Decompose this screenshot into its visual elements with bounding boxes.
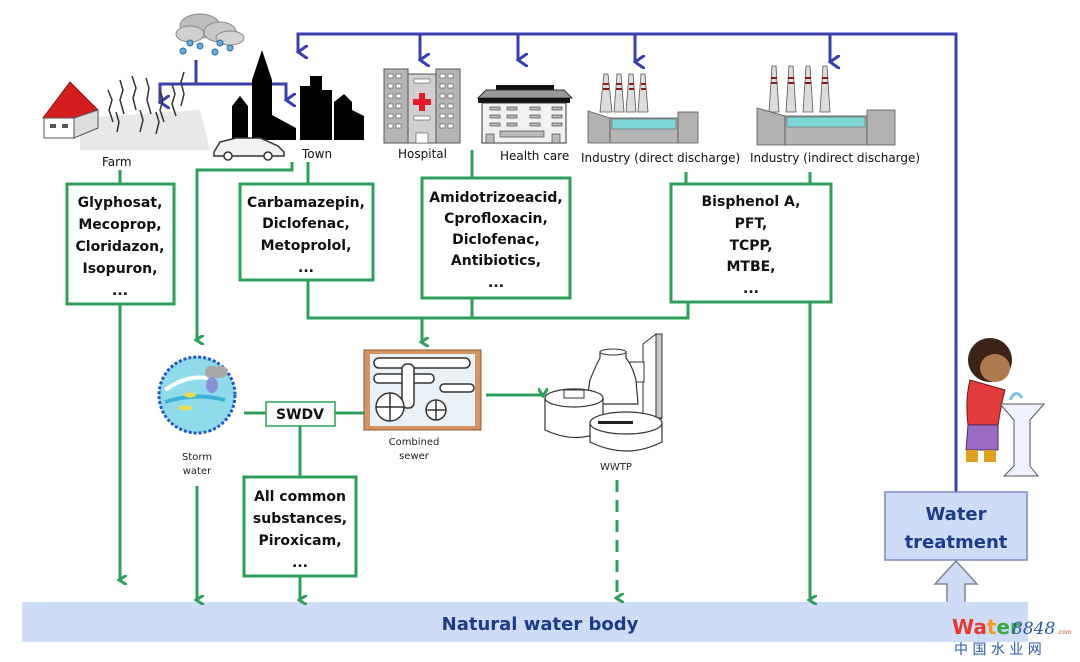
town-substances-box: Carbamazepin, Diclofenac, Metoprolol, ..… <box>238 182 375 282</box>
industry-substance: MTBE, <box>726 259 775 275</box>
farm-substance: Isopuron, <box>83 261 158 277</box>
watermark-letter: t <box>987 615 997 639</box>
swdv-substance: Piroxicam, <box>258 533 341 549</box>
industry-indirect-label: Industry (indirect discharge) <box>750 151 920 165</box>
farm-substance: Mecoprop, <box>78 217 161 233</box>
water-treatment-label: Water <box>925 504 986 525</box>
swdv-substances-box: All common substances, Piroxicam, ... <box>242 475 358 578</box>
industry-substances-box: Bisphenol A, PFT, TCPP, MTBE, ... <box>669 182 833 304</box>
treated-water-return-lines <box>298 32 958 492</box>
watermark-letter: r <box>1010 615 1020 639</box>
health-substance: ... <box>488 275 504 291</box>
natural-water-body <box>22 602 1028 642</box>
upward-arrow-icon <box>933 559 979 602</box>
combined-sewer-label: Combined <box>389 437 440 448</box>
watermark-letter: W <box>952 615 974 639</box>
town-substance: Carbamazepin, <box>247 195 365 211</box>
swdv-label: SWDV <box>276 407 324 423</box>
town-substance: ... <box>298 260 314 276</box>
wwtp-icon <box>544 333 663 452</box>
town-label: Town <box>301 147 332 161</box>
watermark-suffix: .com <box>1057 629 1072 636</box>
swdv-node: SWDV <box>265 401 336 427</box>
town-icon <box>213 50 364 161</box>
watermark-letter: e <box>996 615 1010 639</box>
pollutant-flow-lines <box>120 150 810 600</box>
rain-cloud-icon <box>175 13 245 56</box>
farm-substance: Glyphosat, <box>78 195 163 211</box>
combined-sewer-label: sewer <box>399 451 430 462</box>
industry-substance: TCPP, <box>729 238 772 254</box>
hospital-label: Hospital <box>398 147 447 161</box>
industry-direct-label: Industry (direct discharge) <box>581 151 740 165</box>
health-substance: Diclofenac, <box>452 232 540 248</box>
rain-flow-lines <box>160 60 286 104</box>
health-substance: Amidotrizoeacid, <box>429 190 562 206</box>
health-substance: Antibiotics, <box>451 253 541 269</box>
watermark-chinese: 中 国 水 业 网 <box>954 642 1042 658</box>
water-treatment-box: Water treatment <box>884 491 1028 561</box>
car-icon <box>213 137 285 161</box>
watermark-number: 8848 <box>1012 619 1055 639</box>
natural-water-body-label: Natural water body <box>442 614 639 635</box>
farm-substances-box: Glyphosat, Mecoprop, Cloridazon, Isopuro… <box>65 182 176 306</box>
industry-substance: ... <box>743 281 759 297</box>
health-care-label: Health care <box>500 149 569 163</box>
storm-water-label: water <box>183 466 212 477</box>
industry-direct-icon <box>587 73 699 144</box>
health-care-icon <box>476 85 574 144</box>
combined-sewer-icon <box>363 349 482 431</box>
farm-label: Farm <box>102 155 132 169</box>
swdv-substance: All common <box>254 489 346 505</box>
watermark-logo: Water 8848 .com 中 国 水 业 网 <box>952 615 1072 658</box>
town-substance: Metoprolol, <box>261 238 352 254</box>
svg-text:Water: Water <box>952 615 1020 639</box>
industry-substance: Bisphenol A, <box>702 194 801 210</box>
swdv-substance: ... <box>292 555 308 571</box>
hospital-icon <box>383 68 461 144</box>
child-drinking-icon <box>965 338 1046 477</box>
industry-indirect-icon <box>756 65 896 146</box>
storm-water-icon <box>157 355 237 435</box>
town-substance: Diclofenac, <box>262 216 350 232</box>
water-treatment-label: treatment <box>905 532 1008 553</box>
farm-icon <box>42 71 210 150</box>
industry-substance: PFT, <box>735 216 768 232</box>
farm-substance: Cloridazon, <box>76 239 165 255</box>
health-substance: Cprofloxacin, <box>444 211 548 227</box>
storm-water-label: Storm <box>182 452 212 463</box>
watermark-letter: a <box>973 615 987 639</box>
swdv-substance: substances, <box>253 511 347 527</box>
wwtp-label: WWTP <box>600 462 632 473</box>
health-substances-box: Amidotrizoeacid, Cprofloxacin, Diclofena… <box>420 176 572 300</box>
farm-substance: ... <box>112 283 128 299</box>
